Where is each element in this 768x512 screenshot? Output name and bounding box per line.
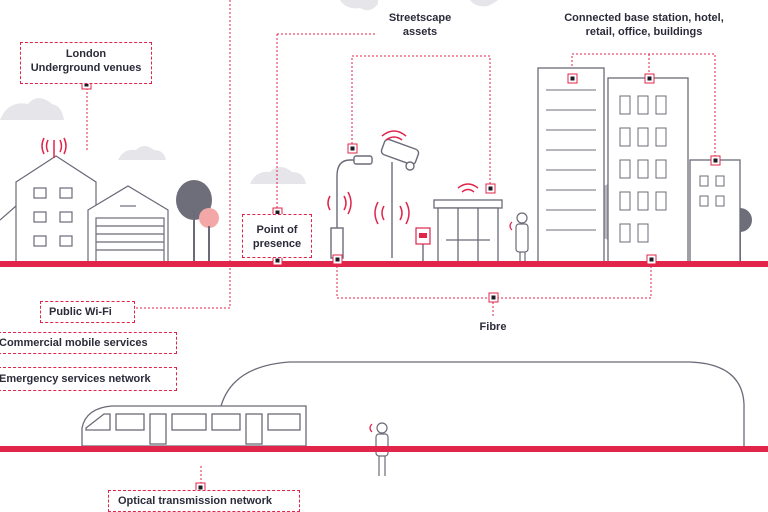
- tunnel-icon: [219, 361, 745, 448]
- street-ground-line: [0, 261, 768, 267]
- underground-track-line: [0, 446, 768, 452]
- emergency-services-network-label: Emergency services network: [0, 367, 177, 391]
- wifi-signal-icon: [457, 183, 479, 193]
- bus-shelter: [433, 199, 503, 263]
- wifi-signal-icon: [327, 191, 352, 215]
- london-underground-line1: London: [65, 48, 107, 60]
- optical-transmission-network-label: Optical transmission network: [108, 490, 300, 512]
- streetscape-line2: assets: [402, 26, 438, 38]
- connected-line2: retail, office, buildings: [585, 26, 703, 38]
- commercial-mobile-services-label: Commercial mobile services: [0, 332, 177, 354]
- public-wifi-label: Public Wi-Fi: [40, 301, 135, 323]
- person-with-phone-icon: [509, 212, 529, 262]
- london-underground-line2: Underground venues: [30, 62, 142, 74]
- clouds: [0, 0, 498, 184]
- tall-building: [537, 67, 741, 263]
- connected-base-station-label: Connected base station, hotel, retail, o…: [548, 11, 740, 39]
- train-icon: [81, 405, 307, 447]
- bus-stop-sign-icon: [415, 227, 431, 262]
- garage: [87, 185, 169, 263]
- connected-line1: Connected base station, hotel,: [564, 12, 724, 24]
- cctv-camera-icon: [380, 138, 420, 258]
- london-underground-label: London Underground venues: [20, 42, 152, 84]
- person-with-phone-icon: [369, 422, 389, 476]
- wifi-signal-icon: [374, 130, 410, 225]
- wifi-signal-icon: [41, 137, 67, 158]
- streetscape-assets-label: Streetscape assets: [370, 11, 470, 39]
- streetscape-line1: Streetscape: [388, 12, 452, 24]
- fibre-label: Fibre: [479, 321, 507, 333]
- point-of-presence-line2: presence: [252, 238, 302, 250]
- point-of-presence-line1: Point of: [256, 224, 298, 236]
- building-windows: [546, 89, 725, 243]
- house: [0, 155, 97, 263]
- point-of-presence-label: Point of presence: [242, 214, 312, 258]
- street-lamp-icon: [330, 155, 373, 259]
